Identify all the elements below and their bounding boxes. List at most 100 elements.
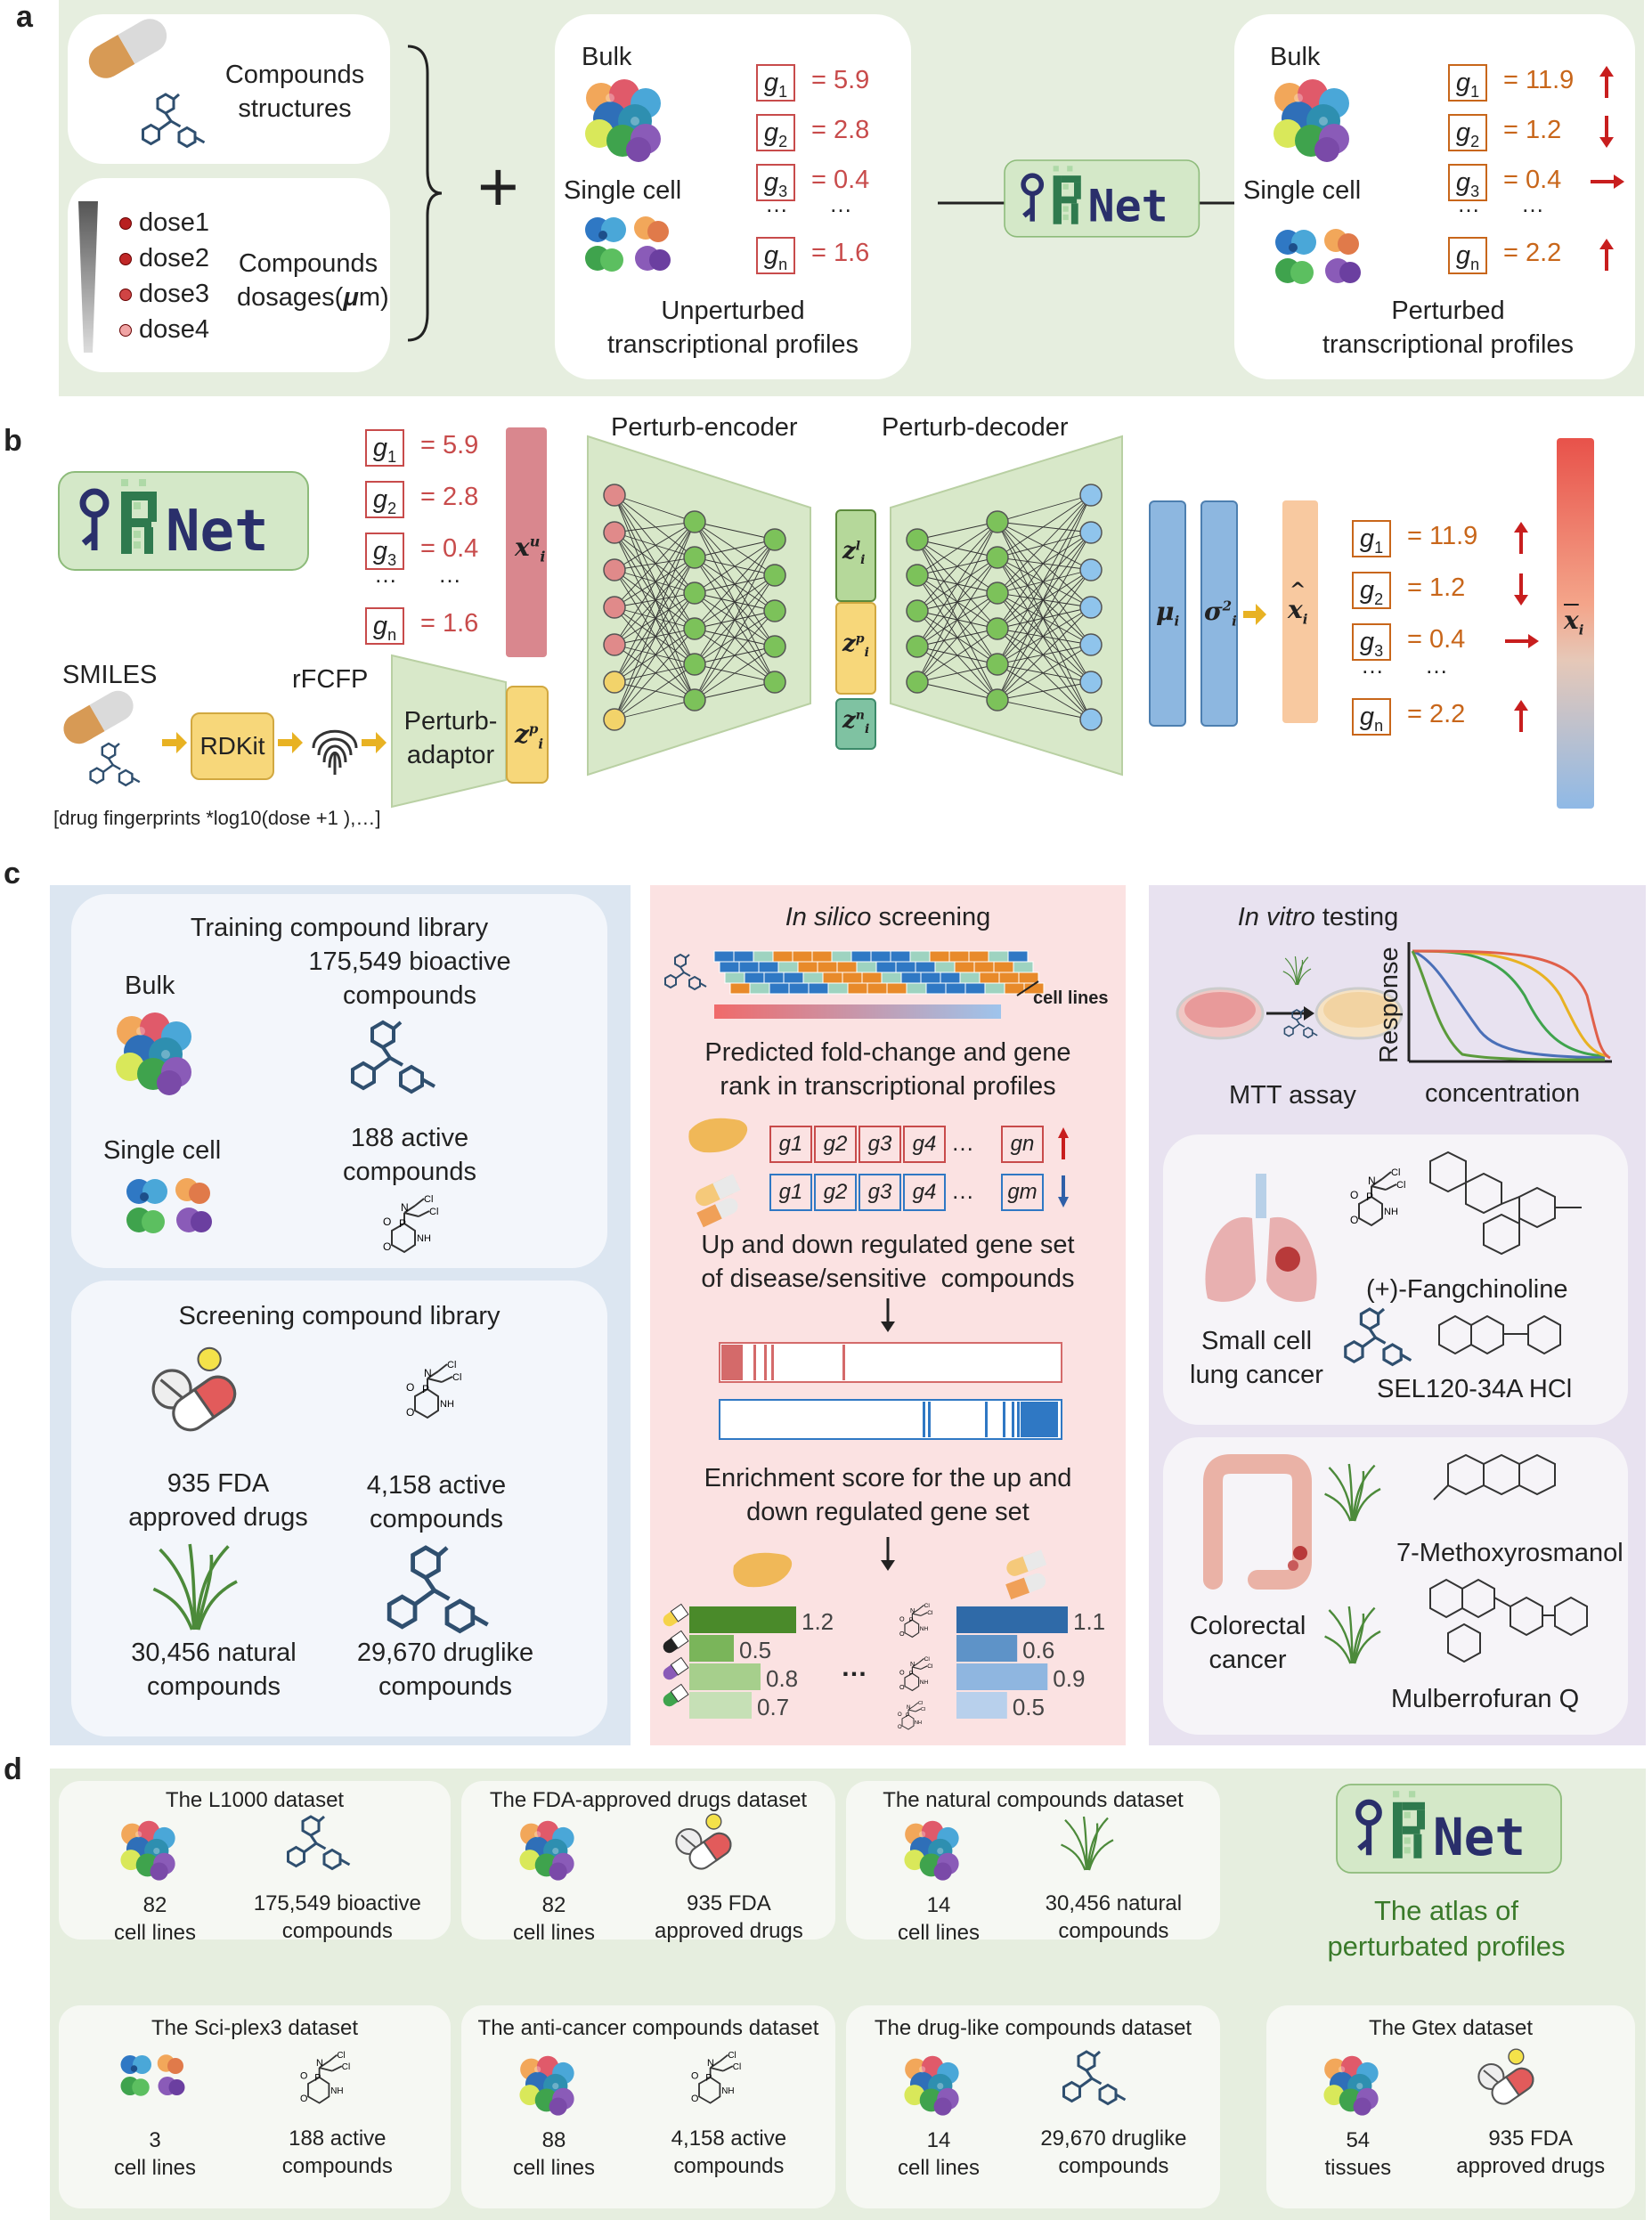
grass-icon-c <box>151 1542 239 1631</box>
gene-value: = 5.9 <box>811 66 870 94</box>
dataset-title: The drug-like compounds dataset <box>874 2016 1192 2040</box>
panel-label-c: c <box>4 857 20 890</box>
nn-node <box>763 528 786 551</box>
dose-label: dose4 <box>139 315 210 344</box>
dose-dot-icon <box>119 253 132 266</box>
crc-box: Colorectal cancer 7-Methoxyrosmanol Mulb… <box>1163 1437 1628 1735</box>
nn-node <box>986 617 1009 640</box>
dataset-left-label: 88 cell lines <box>512 2128 596 2181</box>
bar-value: 0.8 <box>766 1665 798 1692</box>
gene-value: = 0.4 <box>1407 625 1466 654</box>
bulk-cells-icon <box>585 79 661 162</box>
heatmap-cell <box>719 961 740 973</box>
heatmap-cell <box>792 950 813 963</box>
heatmap <box>713 950 1045 1019</box>
gene-value: = 2.2 <box>1503 239 1562 267</box>
training-box: Training compound library Bulk Single ce… <box>71 894 607 1268</box>
heatmap-cell <box>906 982 927 995</box>
heatmap-cell <box>998 972 1020 984</box>
pill-icon <box>1477 2048 1539 2110</box>
screening-title: Screening compound library <box>178 1302 500 1330</box>
heatmap-cell <box>993 961 1014 973</box>
nn-node <box>763 564 786 587</box>
dose-item: dose1 <box>119 208 209 238</box>
heatmap-cell <box>920 972 941 984</box>
crc-label: Colorectal cancer <box>1189 1612 1306 1674</box>
nn-node <box>906 528 929 551</box>
sclc-label: Small cell lung cancer <box>1190 1327 1323 1389</box>
atlas-caption-1: The atlas of <box>1374 1895 1518 1926</box>
gene-value: = 0.4 <box>1503 166 1562 194</box>
nn-node <box>986 581 1009 605</box>
dataset-title: The L1000 dataset <box>165 1788 345 1812</box>
training-title: Training compound library <box>190 914 489 942</box>
arrow-up-icon <box>1514 700 1528 732</box>
heatmap-cell <box>968 950 989 963</box>
dose-item: dose3 <box>119 280 209 309</box>
regulated-gene-box: g3 <box>859 1126 901 1163</box>
nn-node <box>1079 708 1103 731</box>
heatmap-cell <box>959 972 981 984</box>
panel-label-a: a <box>16 0 33 34</box>
heatmap-cell <box>895 961 916 973</box>
nn-node <box>906 671 929 694</box>
bracket-icon <box>407 45 443 342</box>
bulk-cells-icon <box>120 1820 175 1881</box>
gene-box: g3 <box>1448 164 1487 201</box>
heatmap-cell <box>964 982 986 995</box>
bar <box>689 1606 796 1633</box>
heatmap-cell <box>900 972 922 984</box>
bar-value: 0.9 <box>1053 1665 1085 1692</box>
regulated-gene-box: g3 <box>859 1174 901 1211</box>
heatmap-cell <box>769 982 790 995</box>
bar <box>689 1635 734 1662</box>
ellipsis: … <box>1521 191 1544 217</box>
down-barcode <box>719 1399 1062 1440</box>
dataset-left-label: 3 cell lines <box>113 2128 197 2181</box>
regulated-gene-box: g1 <box>769 1126 812 1163</box>
heatmap-cell <box>875 961 897 973</box>
heatmap-cell <box>945 982 966 995</box>
gene-value: = 11.9 <box>1503 66 1575 94</box>
heatmap-cell <box>1023 982 1045 995</box>
xu-label: xui <box>515 533 546 565</box>
heatmap-cell <box>777 961 799 973</box>
struct-icon-c <box>382 1193 440 1254</box>
rdkit-box: RDKit <box>191 712 274 780</box>
arrow-right-icon <box>1591 175 1624 189</box>
neural-network <box>587 435 1123 777</box>
heatmap-cell <box>836 961 858 973</box>
nn-node <box>683 581 706 605</box>
ellipsis: … <box>951 1129 974 1156</box>
gene-box: gn <box>1448 237 1487 274</box>
dataset-left-label: 54 tissues <box>1324 2128 1392 2181</box>
nn-node <box>1079 484 1103 507</box>
nn-node <box>906 564 929 587</box>
heatmap-cell <box>915 961 936 973</box>
sigma-box: σ2i <box>1200 500 1238 727</box>
heatmap-cell <box>973 961 995 973</box>
ellipsis: … <box>374 561 397 588</box>
gene-value: = 0.4 <box>811 166 870 194</box>
active188-label: 188 active compounds <box>343 1124 476 1186</box>
perturbed-caption: Perturbed transcriptional profiles <box>1322 297 1575 359</box>
fingerprint-formula: [drug fingerprints *log10(dose +1 ),…] <box>53 807 381 829</box>
updown-label: Up and down regulated gene set of diseas… <box>701 1231 1075 1293</box>
heatmap-cell <box>842 972 863 984</box>
bulk-cells-icon <box>519 1820 574 1881</box>
methoxyrosmanol-structure <box>1433 1453 1556 1500</box>
heatmap-cell <box>744 972 765 984</box>
dataset-left-label: 82 cell lines <box>512 1893 596 1946</box>
smiles-label: SMILES <box>62 661 158 689</box>
prnet-logo <box>1005 160 1200 240</box>
heatmap-cell <box>724 972 745 984</box>
bulk-label-c: Bulk <box>125 972 175 1000</box>
ellipsis: … <box>1425 652 1448 679</box>
enrichment-label: Enrichment score for the up and down reg… <box>704 1464 1072 1526</box>
colon-icon <box>1203 1454 1312 1590</box>
